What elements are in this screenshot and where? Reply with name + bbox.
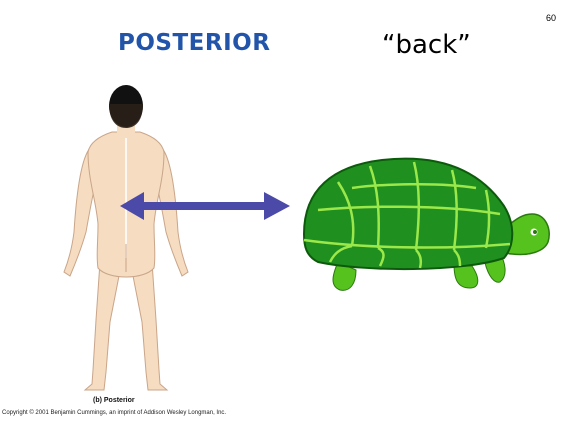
copyright-notice: Copyright © 2001 Benjamin Cummings, an i… [2, 410, 226, 416]
figure-caption: (b) Posterior [93, 397, 135, 404]
human-figure [64, 85, 188, 390]
turtle-figure [304, 159, 549, 291]
